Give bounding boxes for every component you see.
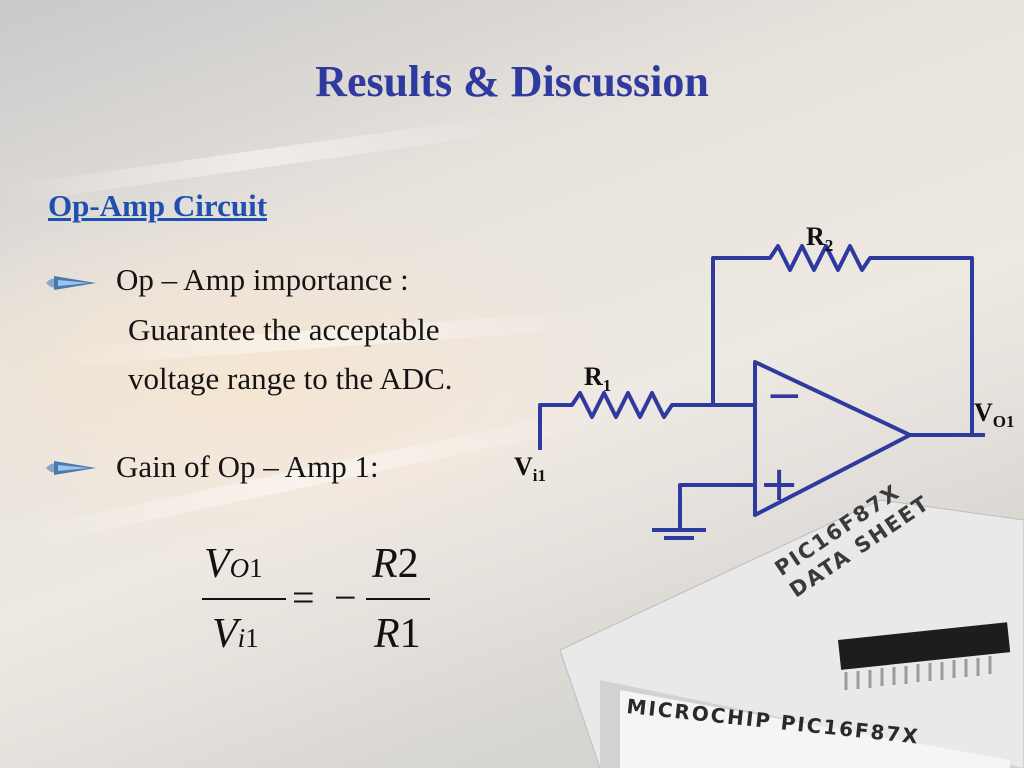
eq-subscript: i <box>237 623 246 653</box>
eq-subscript: O <box>229 553 250 583</box>
bullet-text-continuation: voltage range to the ADC. <box>128 361 453 396</box>
section-heading: Op-Amp Circuit <box>48 188 268 223</box>
arrow-bullet-icon <box>46 276 96 290</box>
eq-index: 1 <box>249 553 263 583</box>
eq-index: 1 <box>245 623 259 653</box>
op-amp-symbol <box>753 360 912 517</box>
r1-resistor <box>538 391 755 450</box>
noninverting-input-sign: + <box>759 456 799 512</box>
eq-symbol: V <box>204 541 230 587</box>
fraction-bar <box>202 598 286 600</box>
eq-symbol: R <box>374 611 400 657</box>
equation-numerator-vo1: VO1 <box>204 540 263 588</box>
bullet-text: Gain of Op – Amp 1: <box>116 449 379 484</box>
slide-title: Results & Discussion <box>315 57 709 106</box>
ic-chip-icon <box>838 622 1011 670</box>
equals-sign: = <box>292 575 315 620</box>
vo1-label: VO1 <box>974 398 1015 432</box>
equation-denominator-vi1: Vi1 <box>212 610 259 658</box>
equation-denominator-r1: R1 <box>374 610 421 658</box>
label-base: V <box>514 452 533 481</box>
r2-resistor <box>711 244 974 435</box>
equation-numerator-r2: R2 <box>372 540 419 588</box>
eq-symbol: V <box>212 611 238 657</box>
label-base: R <box>806 222 825 251</box>
arrow-bullet-icon <box>46 461 96 475</box>
eq-index: 1 <box>399 611 421 657</box>
label-subscript: 2 <box>824 236 834 256</box>
eq-symbol: R <box>372 541 398 587</box>
bullet-text-continuation: Guarantee the acceptable <box>128 312 440 347</box>
eq-index: 2 <box>397 541 419 587</box>
label-subscript: O1 <box>992 412 1015 432</box>
label-subscript: 1 <box>602 376 612 396</box>
label-base: R <box>584 362 603 391</box>
inverting-input-sign: − <box>766 370 803 421</box>
label-subscript: i1 <box>532 466 547 486</box>
vi1-label: Vi1 <box>514 452 546 486</box>
r1-label: R1 <box>584 362 611 396</box>
bullet-text: Op – Amp importance : <box>116 262 409 297</box>
label-base: V <box>974 398 993 427</box>
r2-label: R2 <box>806 222 833 256</box>
minus-sign: − <box>334 575 357 620</box>
ground-wire <box>678 483 755 528</box>
fraction-bar <box>366 598 430 600</box>
